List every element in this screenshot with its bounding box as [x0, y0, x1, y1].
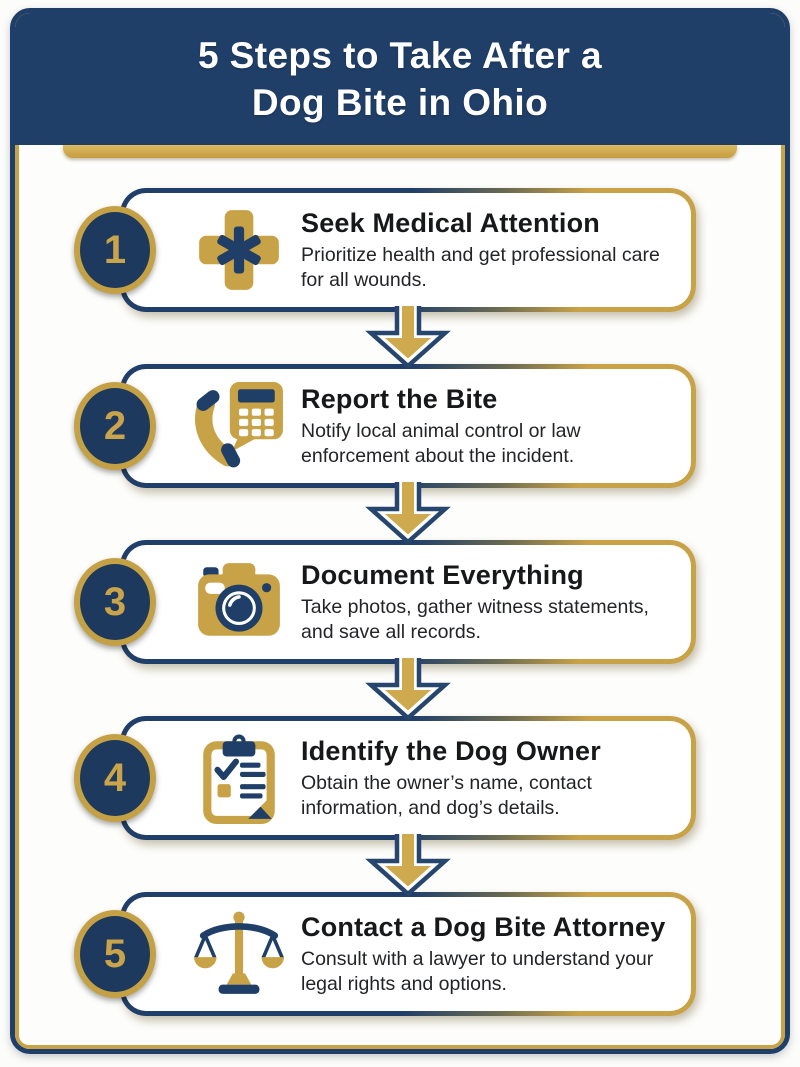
step-title: Seek Medical Attention — [301, 207, 600, 238]
page-title-line2: Dog Bite in Ohio — [251, 82, 549, 123]
step-number: 2 — [103, 403, 127, 448]
step-text: Document Everything Take photos, gather … — [301, 560, 687, 645]
down-arrow-icon — [356, 482, 460, 544]
phone-report-icon — [183, 380, 295, 472]
medical-cross-icon — [183, 204, 295, 296]
page-title-line1: 5 Steps to Take After a — [198, 34, 602, 76]
step-description: Obtain the owner’s name, contact informa… — [301, 771, 592, 819]
step-number-badge: 3 — [74, 558, 156, 646]
step-number: 5 — [103, 931, 127, 976]
step-number-badge: 5 — [74, 910, 156, 998]
step-number: 3 — [103, 579, 127, 624]
step-text: Report the Bite Notify local animal cont… — [301, 384, 687, 469]
scales-of-justice-icon — [183, 908, 295, 1000]
step-card-4: 4 Identify — [74, 716, 696, 840]
step-card-body: Identify the Dog Owner Obtain the owner’… — [125, 721, 691, 835]
step-description: Take photos, gather witness statements, … — [301, 595, 649, 643]
down-arrow-icon — [356, 658, 460, 720]
down-arrow-icon — [356, 834, 460, 896]
header-banner: 5 Steps to Take After a Dog Bite in Ohio — [15, 13, 785, 145]
page-title: 5 Steps to Take After a Dog Bite in Ohio — [198, 32, 602, 127]
step-description: Notify local animal control or law enfor… — [301, 419, 581, 467]
step-number: 1 — [103, 227, 127, 272]
camera-icon — [183, 556, 295, 648]
clipboard-checklist-icon — [183, 732, 295, 824]
step-title: Identify the Dog Owner — [301, 735, 601, 766]
step-card-2: 2 Report the Bit — [74, 364, 696, 488]
down-arrow-icon — [356, 306, 460, 368]
step-title: Document Everything — [301, 559, 584, 590]
step-title: Report the Bite — [301, 383, 498, 414]
step-text: Identify the Dog Owner Obtain the owner’… — [301, 736, 687, 821]
step-title: Contact a Dog Bite Attorney — [301, 911, 666, 942]
step-text: Contact a Dog Bite Attorney Consult with… — [301, 912, 687, 997]
step-description: Consult with a lawyer to understand your… — [301, 947, 654, 995]
step-description: Prioritize health and get professional c… — [301, 243, 660, 291]
step-number-badge: 4 — [74, 734, 156, 822]
step-text: Seek Medical Attention Prioritize health… — [301, 208, 687, 293]
step-number-badge: 2 — [74, 382, 156, 470]
step-card-body: Document Everything Take photos, gather … — [125, 545, 691, 659]
step-number-badge: 1 — [74, 206, 156, 294]
step-card-3: 3 Document Everything Take photos, g — [74, 540, 696, 664]
header-gold-accent-band — [63, 145, 737, 158]
step-card-1: 1 Seek Medical Attention Prioritize heal… — [74, 188, 696, 312]
step-card-body: Contact a Dog Bite Attorney Consult with… — [125, 897, 691, 1011]
step-card-5: 5 Contact a Dog Bite Attorney Consul — [74, 892, 696, 1016]
step-number: 4 — [103, 755, 127, 800]
step-card-body: Report the Bite Notify local animal cont… — [125, 369, 691, 483]
step-card-body: Seek Medical Attention Prioritize health… — [125, 193, 691, 307]
